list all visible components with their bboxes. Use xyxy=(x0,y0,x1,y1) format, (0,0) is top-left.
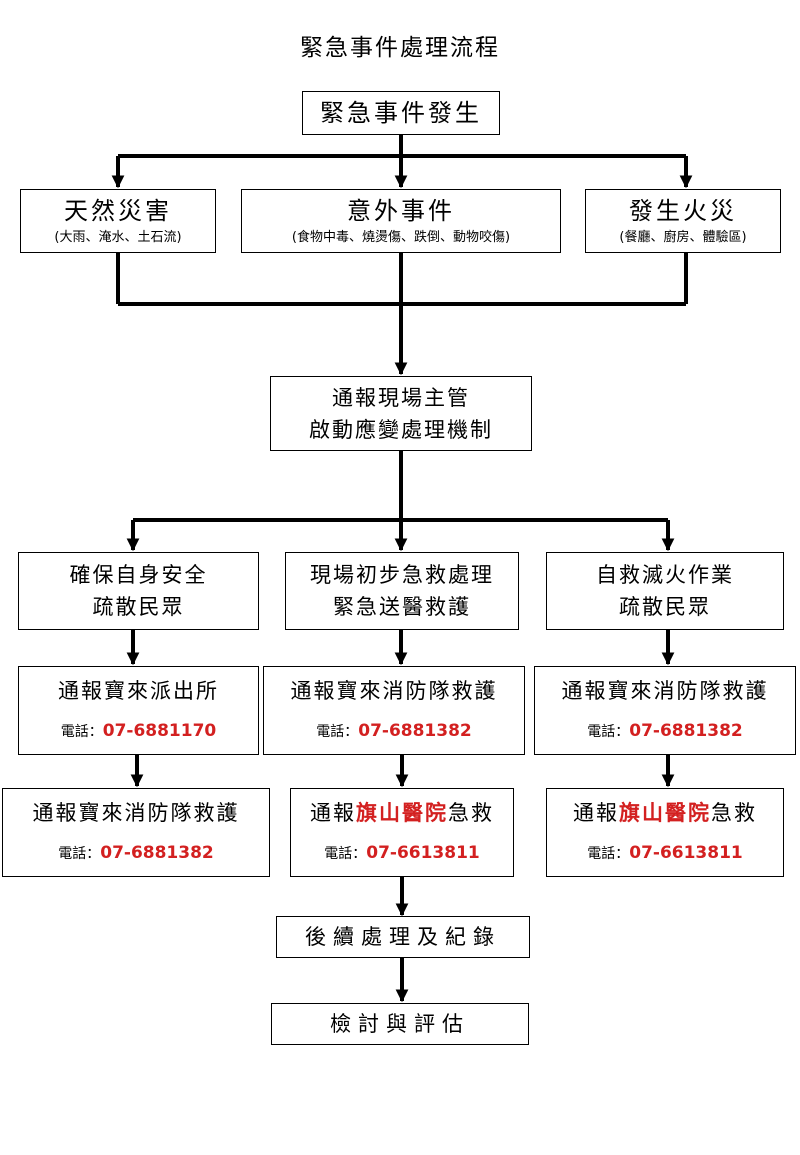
notify-suffix: 急救 xyxy=(711,801,757,825)
report-manager-line2: 啟動應變處理機制 xyxy=(309,418,493,442)
start-node: 緊急事件發生 xyxy=(302,91,500,135)
notify-fire-dept: 通報寶來消防隊救護 電話：07-6881382 xyxy=(263,666,525,755)
phone-number: 07-6881170 xyxy=(102,721,217,741)
phone-number: 07-6881382 xyxy=(629,721,743,741)
phone-number: 07-6613811 xyxy=(366,843,480,863)
follow-up-label: 後續處理及紀錄 xyxy=(305,925,501,949)
event-detail: (餐廳、廚房、體驗區) xyxy=(619,230,747,245)
notify-suffix: 急救 xyxy=(448,801,494,825)
follow-up-node: 後續處理及紀錄 xyxy=(276,916,530,958)
action-line2: 疏散民眾 xyxy=(92,595,185,619)
notify-hospital: 通報旗山醫院急救 電話：07-6613811 xyxy=(546,788,784,877)
notify-fire-dept: 通報寶來消防隊救護 電話：07-6881382 xyxy=(2,788,270,877)
hospital-name: 旗山醫院 xyxy=(619,801,711,825)
report-manager-line1: 通報現場主管 xyxy=(332,386,470,410)
action-first-aid: 現場初步急救處理 緊急送醫救護 xyxy=(285,552,519,630)
notify-label: 通報寶來消防隊救護 xyxy=(561,679,769,703)
start-node-label: 緊急事件發生 xyxy=(320,99,482,127)
notify-hospital: 通報旗山醫院急救 電話：07-6613811 xyxy=(290,788,514,877)
phone-number: 07-6613811 xyxy=(629,843,743,863)
event-detail: (食物中毒、燒燙傷、跌倒、動物咬傷) xyxy=(291,230,511,245)
phone-label: 電話： xyxy=(58,846,101,862)
phone-line: 電話：07-6613811 xyxy=(291,843,513,863)
phone-label: 電話： xyxy=(587,846,630,862)
notify-fire-dept: 通報寶來消防隊救護 電話：07-6881382 xyxy=(534,666,796,755)
notify-label: 通報旗山醫院急救 xyxy=(547,797,783,829)
phone-label: 電話： xyxy=(60,724,103,740)
event-label: 天然災害 xyxy=(64,197,172,225)
event-label: 意外事件 xyxy=(347,197,455,225)
action-line2: 疏散民眾 xyxy=(619,595,711,619)
event-natural-disaster: 天然災害 (大雨、淹水、土石流) xyxy=(20,189,216,253)
phone-line: 電話：07-6881382 xyxy=(264,721,524,741)
event-accident: 意外事件 (食物中毒、燒燙傷、跌倒、動物咬傷) xyxy=(241,189,561,253)
action-line1: 自救滅火作業 xyxy=(596,563,734,587)
event-label: 發生火災 xyxy=(629,197,737,225)
notify-label: 通報寶來派出所 xyxy=(58,679,219,703)
phone-number: 07-6881382 xyxy=(358,721,472,741)
notify-prefix: 通報 xyxy=(310,801,356,825)
review-node: 檢討與評估 xyxy=(271,1003,529,1045)
phone-line: 電話：07-6881382 xyxy=(535,721,795,741)
notify-label: 通報寶來消防隊救護 xyxy=(32,801,240,825)
phone-line: 電話：07-6613811 xyxy=(547,843,783,863)
action-line2: 緊急送醫救護 xyxy=(333,595,471,619)
phone-line: 電話：07-6881170 xyxy=(19,721,258,741)
action-line1: 現場初步急救處理 xyxy=(310,563,494,587)
action-firefighting: 自救滅火作業 疏散民眾 xyxy=(546,552,784,630)
phone-number: 07-6881382 xyxy=(100,843,214,863)
page-title: 緊急事件處理流程 xyxy=(300,35,500,61)
notify-prefix: 通報 xyxy=(573,801,619,825)
phone-line: 電話：07-6881382 xyxy=(3,843,269,863)
notify-police: 通報寶來派出所 電話：07-6881170 xyxy=(18,666,259,755)
action-line1: 確保自身安全 xyxy=(69,563,208,587)
phone-label: 電話： xyxy=(587,724,630,740)
notify-label: 通報寶來消防隊救護 xyxy=(290,679,498,703)
review-label: 檢討與評估 xyxy=(330,1012,470,1036)
hospital-name: 旗山醫院 xyxy=(356,801,448,825)
phone-label: 電話： xyxy=(316,724,359,740)
event-detail: (大雨、淹水、土石流) xyxy=(54,230,182,245)
notify-label: 通報旗山醫院急救 xyxy=(291,797,513,829)
phone-label: 電話： xyxy=(324,846,367,862)
event-fire: 發生火災 (餐廳、廚房、體驗區) xyxy=(585,189,781,253)
report-manager-node: 通報現場主管 啟動應變處理機制 xyxy=(270,376,532,451)
action-safety: 確保自身安全 疏散民眾 xyxy=(18,552,259,630)
